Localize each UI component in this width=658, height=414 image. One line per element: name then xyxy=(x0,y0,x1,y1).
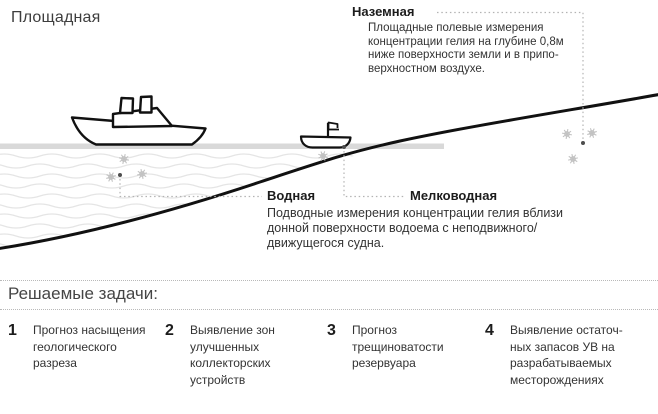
label-ground-survey: Наземная xyxy=(352,4,415,19)
water-survey-description: Подводные измерения концентрации гелия в… xyxy=(267,206,563,251)
description-line: ниже поверхности земли и в припо- xyxy=(368,49,559,61)
task-text: Выявление зон улучшенных коллекторских у… xyxy=(190,322,315,388)
task-line: Выявление зон xyxy=(190,323,275,337)
task-number: 1 xyxy=(8,322,17,339)
description-line: верхностном воздухе. xyxy=(368,62,485,75)
ground-survey-description: Площадные полевые измерения концентрации… xyxy=(368,22,564,76)
task-line: трещиноватости xyxy=(352,339,444,354)
task-line: месторождениях xyxy=(510,372,604,387)
description-line: Площадные полевые измерения xyxy=(368,22,544,34)
task-line: коллекторских xyxy=(190,356,271,370)
task-line: устройств xyxy=(190,372,246,387)
task-number: 2 xyxy=(165,322,174,339)
measure-dot-water xyxy=(118,173,122,177)
task-number: 4 xyxy=(485,322,494,339)
description-line: донной поверхности водоема с неподвижног… xyxy=(267,221,538,235)
task-line: резервуара xyxy=(352,356,416,370)
seabed-terrain-line xyxy=(0,93,658,250)
task-line: Прогноз xyxy=(352,323,398,337)
task-item-3: 3 Прогноз трещиноватости резервуара xyxy=(327,322,477,372)
tasks-heading: Решаемые задачи: xyxy=(8,284,159,303)
label-water-survey: Водная xyxy=(267,188,316,203)
page-title: Площадная xyxy=(11,9,101,26)
task-text: Прогноз насыщения геологического разреза xyxy=(33,322,158,372)
task-line: разреза xyxy=(33,356,77,370)
dotted-divider-bottom xyxy=(0,309,658,310)
research-ship-icon xyxy=(70,95,207,146)
task-line: улучшенных xyxy=(190,339,260,354)
task-text: Выявление остаточ- ных запасов УВ на раз… xyxy=(510,322,650,388)
dotted-divider-top xyxy=(0,280,658,281)
task-item-1: 1 Прогноз насыщения геологического разре… xyxy=(8,322,158,372)
connector-ground xyxy=(437,11,584,139)
description-line: Подводные измерения концентрации гелия в… xyxy=(267,206,564,220)
measure-dot-shallow xyxy=(342,145,346,149)
sensor-cluster-land xyxy=(560,126,599,167)
task-line: Прогноз насыщения xyxy=(33,323,146,337)
small-boat-icon xyxy=(299,121,352,149)
measure-dot-ground xyxy=(581,141,585,145)
task-text: Прогноз трещиноватости резервуара xyxy=(352,322,477,372)
task-line: Выявление остаточ- xyxy=(510,323,623,337)
task-line: ных запасов УВ на xyxy=(510,339,615,354)
task-item-2: 2 Выявление зон улучшенных коллекторских… xyxy=(165,322,315,388)
water-surface-band xyxy=(0,143,444,149)
dotted-connectors xyxy=(119,11,584,198)
connector-water xyxy=(119,179,262,198)
description-line: движущегося судна. xyxy=(267,236,385,250)
task-item-4: 4 Выявление остаточ- ных запасов УВ на р… xyxy=(485,322,650,388)
task-line: разрабатываемых xyxy=(510,356,612,370)
connector-shallow xyxy=(343,151,404,198)
label-shallow-survey: Мелководная xyxy=(410,188,498,203)
description-line: концентрации гелия на глубине 0,8м xyxy=(368,35,564,48)
task-number: 3 xyxy=(327,322,336,339)
task-line: геологического xyxy=(33,339,117,354)
